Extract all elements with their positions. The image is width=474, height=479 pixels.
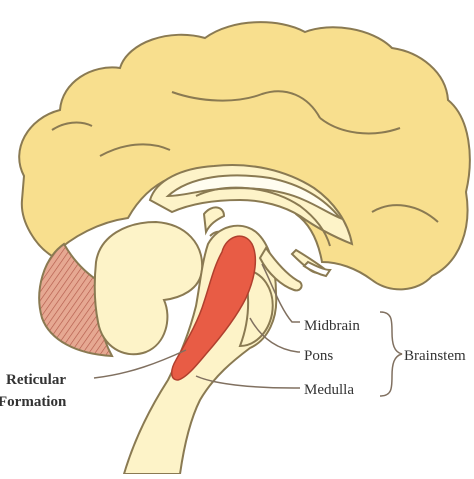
sulcus-3 <box>319 117 401 135</box>
cerebellum <box>38 242 114 358</box>
medulla-leader <box>195 375 300 389</box>
label-brainstem: Brainstem <box>404 348 466 364</box>
label-reticular-line2: Formation <box>0 394 67 410</box>
label-reticular-line1: Reticular <box>6 372 66 388</box>
brainstem-bracket <box>379 311 403 397</box>
cerebral-cortex <box>18 21 471 291</box>
sulcus-4 <box>371 204 439 223</box>
reticular-leader <box>93 349 187 379</box>
peduncle-strand <box>258 246 303 292</box>
label-medulla: Medulla <box>304 382 354 398</box>
sulcus-2 <box>171 90 321 119</box>
fornix-curve <box>195 186 331 247</box>
reticular-formation <box>171 235 257 381</box>
thalamus <box>93 220 204 356</box>
label-midbrain: Midbrain <box>304 318 360 334</box>
midbrain-leader <box>261 263 300 323</box>
stalk-tip <box>302 260 332 278</box>
sulcus-5 <box>51 121 93 131</box>
fold-1 <box>202 206 226 236</box>
pons-leader <box>249 317 300 353</box>
label-pons: Pons <box>304 348 333 364</box>
sulcus-1 <box>99 143 171 157</box>
